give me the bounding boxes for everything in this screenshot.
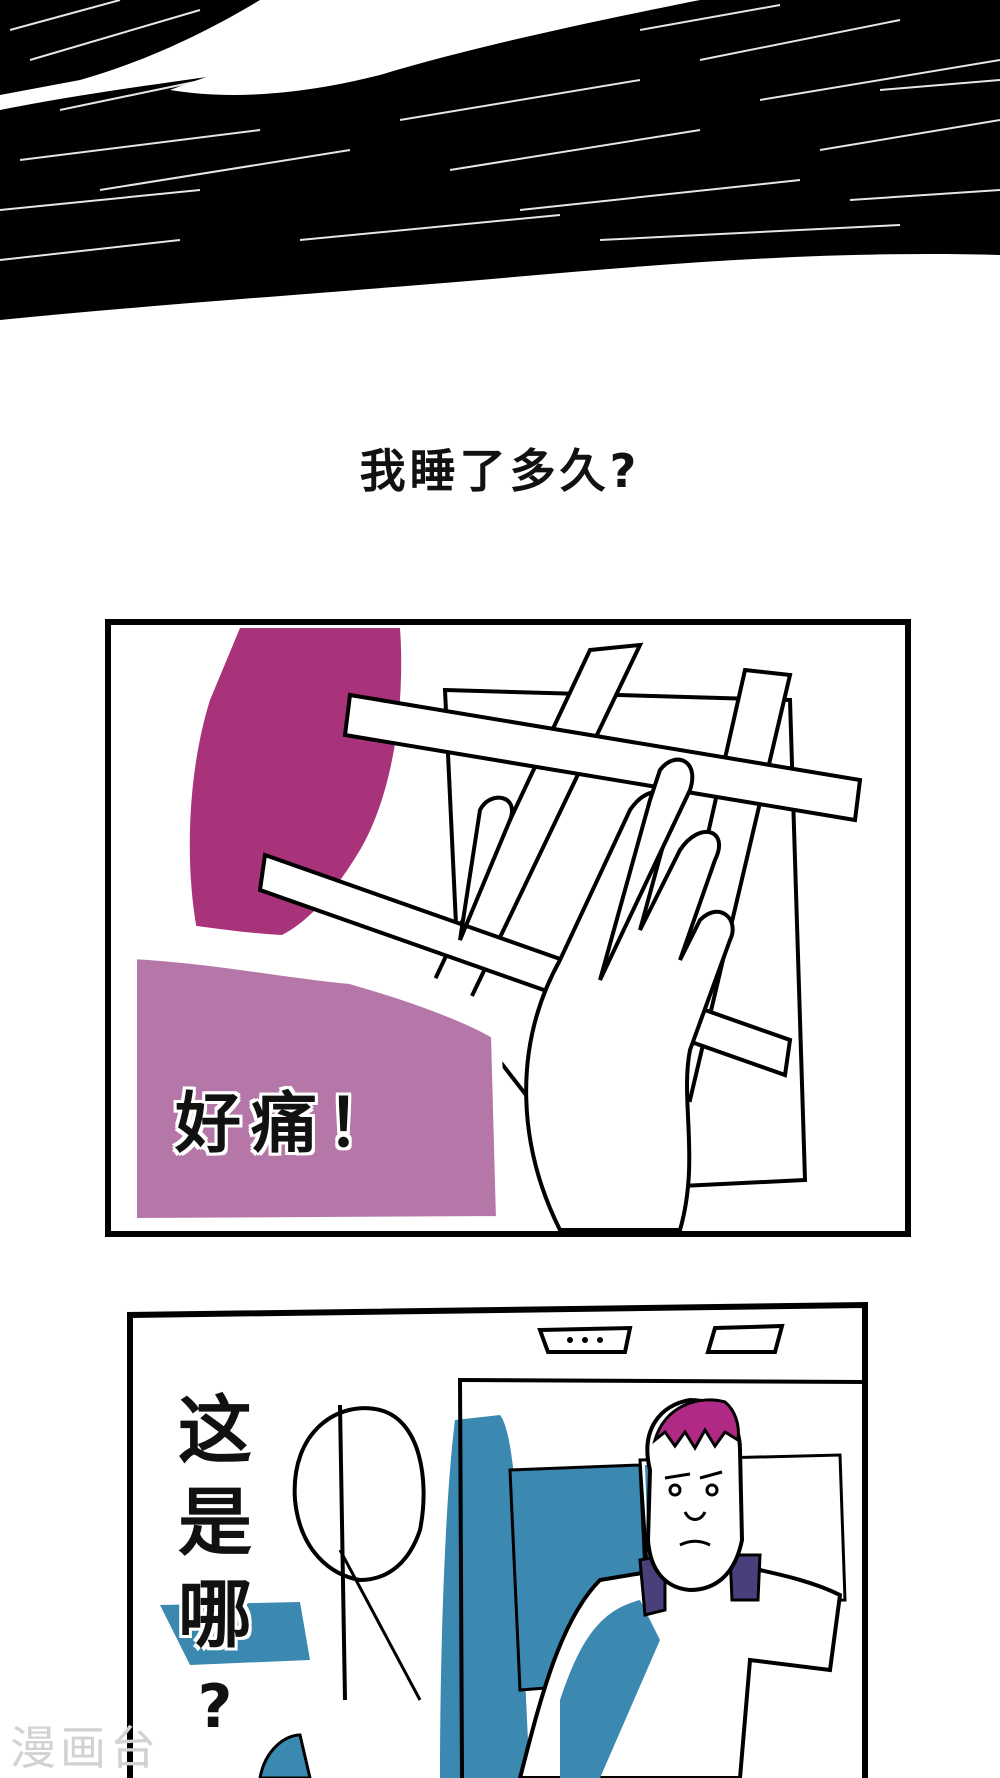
narration-caption: 我睡了多久? bbox=[359, 444, 641, 498]
speech-char-2: 是 bbox=[178, 1480, 252, 1566]
watermark-logo: 漫画台 bbox=[10, 1721, 160, 1775]
speech-char-1: 这 bbox=[178, 1388, 252, 1474]
speech-pain: 好痛！ bbox=[175, 1085, 403, 1162]
speech-where-am-i: 这 是 哪 ? bbox=[170, 1385, 260, 1753]
speed-lines-illustration bbox=[0, 0, 1000, 320]
speech-question-mark: ? bbox=[197, 1672, 233, 1742]
speech-char-3: 哪 bbox=[178, 1572, 252, 1658]
